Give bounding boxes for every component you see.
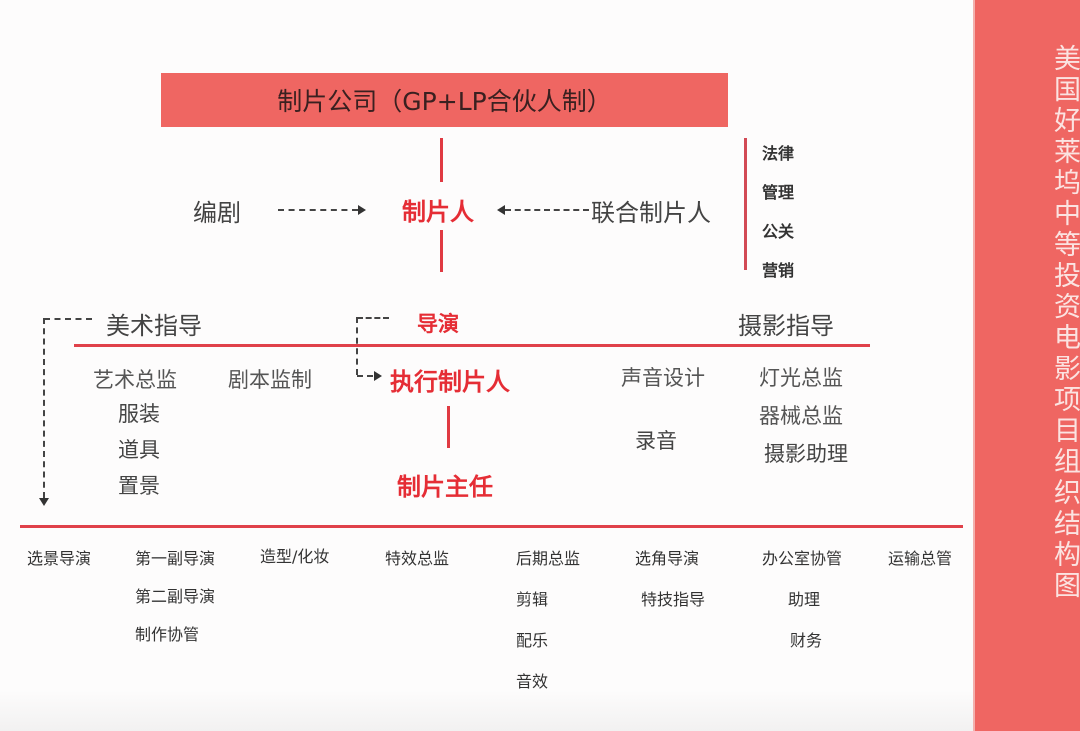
bottom-column-5: 后期总监 剪辑 配乐 音效 bbox=[516, 545, 580, 692]
director-dashed bbox=[357, 317, 389, 319]
chart-title: 美国好莱坞中等投资电影项目组织结构图 bbox=[1049, 44, 1080, 602]
bottom-column-8: 运输总管 bbox=[888, 545, 952, 569]
connector-producer-down bbox=[440, 230, 443, 272]
bottom-item: 助理 bbox=[788, 590, 821, 609]
arrow-right-icon bbox=[374, 371, 382, 381]
bottom-item: 配乐 bbox=[516, 631, 549, 650]
cinematography-director-node: 摄影指导 bbox=[738, 312, 834, 340]
camera-item: 摄影助理 bbox=[764, 442, 848, 466]
bottom-item: 第一副导演 bbox=[135, 549, 216, 568]
camera-item: 灯光总监 bbox=[759, 366, 843, 390]
support-item: 公关 bbox=[762, 222, 795, 241]
art-item: 服装 bbox=[118, 402, 160, 426]
writer-to-producer-dashed bbox=[278, 209, 358, 211]
support-functions-list: 法律 管理 公关 营销 bbox=[762, 140, 794, 281]
heads-divider-line bbox=[74, 344, 870, 347]
coproducer-to-producer-dashed bbox=[505, 209, 589, 211]
arrow-down-icon bbox=[39, 498, 49, 506]
art-item: 道具 bbox=[118, 438, 160, 462]
bottom-item: 特效总监 bbox=[385, 549, 450, 568]
bottom-divider-line bbox=[20, 525, 963, 528]
production-company-label: 制片公司（GP+LP合伙人制） bbox=[277, 87, 612, 116]
director-node: 导演 bbox=[417, 312, 459, 336]
support-item: 法律 bbox=[762, 144, 795, 163]
art-director-dashed-down bbox=[43, 318, 45, 498]
support-item: 管理 bbox=[762, 183, 795, 202]
camera-items-list: 灯光总监 器械总监 摄影助理 bbox=[759, 362, 848, 468]
production-company-box: 制片公司（GP+LP合伙人制） bbox=[161, 73, 728, 127]
bottom-item: 制作协管 bbox=[135, 625, 200, 644]
bottom-item: 音效 bbox=[516, 672, 549, 691]
sound-design-node: 声音设计 bbox=[621, 366, 705, 390]
art-item: 置景 bbox=[118, 474, 160, 498]
arrow-left-icon bbox=[497, 205, 505, 215]
art-director-node: 美术指导 bbox=[106, 312, 202, 340]
art-items-list: 服装 道具 置景 bbox=[118, 398, 160, 500]
bottom-item: 选景导演 bbox=[27, 549, 92, 568]
connector-company-producer bbox=[440, 138, 443, 182]
writer-node: 编剧 bbox=[193, 199, 241, 227]
co-producer-node: 联合制片人 bbox=[591, 199, 711, 227]
bottom-item: 办公室协管 bbox=[762, 549, 843, 568]
bottom-item: 剪辑 bbox=[516, 590, 549, 609]
director-dashed-down bbox=[356, 317, 358, 375]
bottom-item: 后期总监 bbox=[516, 549, 581, 568]
director-dashed-right bbox=[357, 375, 373, 377]
bottom-item: 造型/化妆 bbox=[260, 547, 330, 566]
camera-item: 器械总监 bbox=[759, 404, 843, 428]
art-director-dashed bbox=[44, 318, 92, 320]
bottom-column-6: 选角导演 特技指导 bbox=[635, 545, 705, 610]
recording-node: 录音 bbox=[635, 429, 677, 453]
bottom-item: 运输总管 bbox=[888, 549, 953, 568]
bottom-item: 第二副导演 bbox=[135, 587, 216, 606]
production-manager-node: 制片主任 bbox=[397, 473, 493, 501]
line-producer-node: 执行制片人 bbox=[390, 368, 510, 396]
bottom-column-3: 造型/化妆 bbox=[260, 543, 329, 567]
support-item: 营销 bbox=[762, 261, 795, 280]
producer-node: 制片人 bbox=[402, 198, 474, 226]
bottom-item: 财务 bbox=[790, 631, 823, 650]
bottom-item: 选角导演 bbox=[635, 549, 700, 568]
bottom-fade bbox=[0, 690, 973, 731]
bottom-column-1: 选景导演 bbox=[27, 545, 91, 569]
art-supervisor-node: 艺术总监 bbox=[93, 368, 177, 392]
support-bracket-line bbox=[744, 138, 747, 270]
bottom-column-2: 第一副导演 第二副导演 制作协管 bbox=[135, 545, 215, 645]
bottom-column-7: 办公室协管 助理 财务 bbox=[762, 545, 842, 651]
arrow-right-icon bbox=[358, 205, 366, 215]
bottom-item: 特技指导 bbox=[641, 590, 706, 609]
script-supervisor-node: 剧本监制 bbox=[228, 368, 312, 392]
side-title-panel: 美国好莱坞中等投资电影项目组织结构图 bbox=[973, 0, 1080, 731]
connector-line-producer-manager bbox=[447, 406, 450, 448]
bottom-column-4: 特效总监 bbox=[385, 545, 449, 569]
